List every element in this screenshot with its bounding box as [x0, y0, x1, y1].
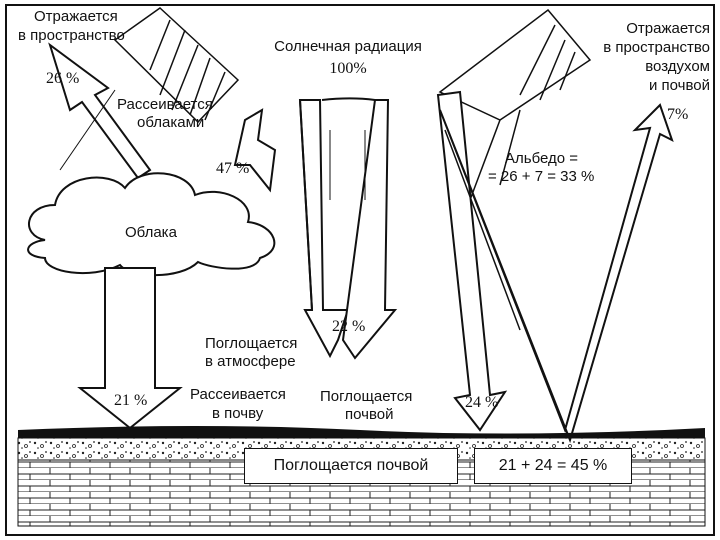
albedo-line1: Альбедо = — [505, 150, 579, 167]
cloud-label: Облака — [125, 224, 177, 241]
radiation-total: 100% — [329, 60, 367, 77]
cloud-shape — [27, 172, 276, 277]
reflect-space-line1: Отражается — [34, 8, 118, 25]
soil-absorption-box: Поглощается почвой — [244, 448, 458, 484]
reflect-space-value: 26 % — [46, 70, 80, 87]
scattered-soil-line1: Рассеивается — [190, 386, 286, 403]
absorbed-atmosphere-line1: Поглощается — [205, 335, 298, 352]
reflect-surface-value: 7% — [667, 106, 689, 123]
arrow-absorbed-soil-direct — [436, 90, 508, 432]
arrow-absorbed-atmosphere — [298, 99, 350, 359]
absorbed-soil-line2: почвой — [345, 406, 394, 423]
reflect-surface-line2: в пространство — [603, 39, 710, 56]
absorbed-atmosphere-value: 22 % — [332, 318, 366, 335]
scattered-soil-line2: в почву — [212, 405, 264, 422]
absorbed-atmosphere-line2: в атмосфере — [205, 353, 296, 370]
outer-frame — [5, 4, 715, 536]
sun-rays-right — [438, 8, 592, 201]
arrow-reflect-surface — [439, 103, 674, 444]
scattered-clouds-line2: облаками — [137, 114, 205, 131]
absorbed-soil-value: 24 % — [465, 394, 499, 411]
reflect-surface-line4: и почвой — [648, 77, 710, 94]
radiation-title: Солнечная радиация — [274, 38, 422, 55]
soil-sum-box: 21 + 24 = 45 % — [474, 448, 632, 484]
reflect-surface-line1: Отражается — [626, 20, 710, 37]
absorbed-soil-line1: Поглощается — [320, 388, 413, 405]
scattered-clouds-value: 47 % — [216, 160, 250, 177]
albedo-line2: = 26 + 7 = 33 % — [488, 168, 595, 185]
sun-rays-left — [113, 7, 240, 124]
reflect-surface-line3: воздухом — [645, 58, 710, 75]
arrow-scattered-clouds — [233, 108, 277, 193]
reflect-space-line2: в пространство — [18, 27, 125, 44]
arrow-scattered-soil — [77, 267, 183, 430]
scattered-clouds-line1: Рассеивается — [117, 96, 213, 113]
scattered-soil-value: 21 % — [114, 392, 148, 409]
